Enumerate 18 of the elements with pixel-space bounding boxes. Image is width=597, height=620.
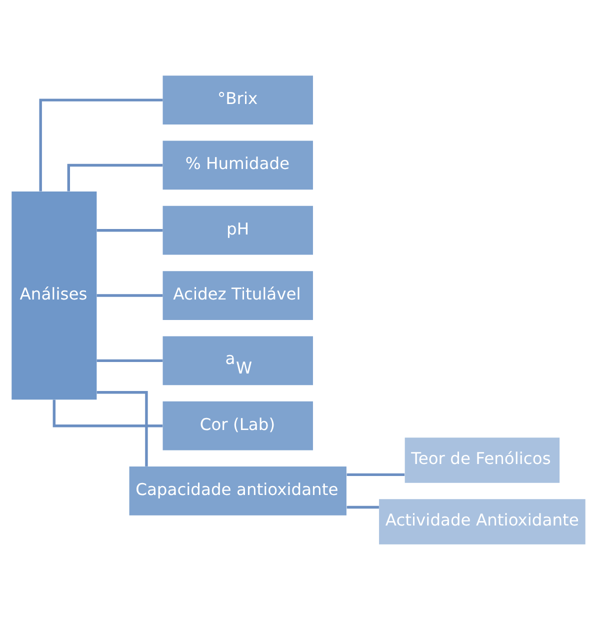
connector [96,391,148,466]
node-box: Actividade Antioxidante [379,499,586,544]
connector [52,400,163,428]
connector [96,229,163,232]
node-box: Acidez Titulável [162,271,313,320]
node-box: Capacidade antioxidante [129,466,346,516]
connector [96,294,163,297]
connector [39,98,163,192]
connector [346,506,379,509]
node-box: Análises [12,191,97,400]
node-box: Cor (Lab) [162,401,313,450]
node-box: °Brix [162,76,313,124]
node-box: Teor de Fenólicos [404,438,560,483]
connector [346,473,405,476]
node-box: % Humidade [162,140,313,190]
connector [67,164,163,192]
node-box: pH [162,206,313,255]
connector [96,359,163,362]
